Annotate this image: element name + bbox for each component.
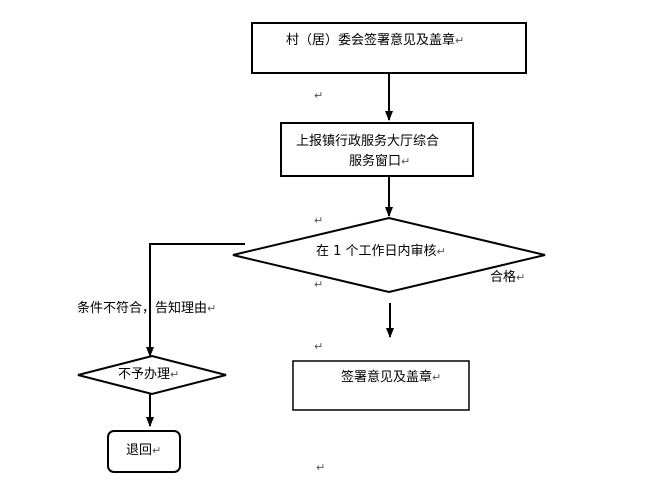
committee-box	[251, 22, 527, 74]
return-text: 退回	[126, 443, 153, 458]
committee-text: 村（居）委会签署意见及盖章	[286, 33, 456, 48]
report-label-line1: 上报镇行政服务大厅综合	[296, 133, 439, 150]
committee-label: 村（居）委会签署意见及盖章↵	[286, 32, 464, 49]
paragraph-mark: ↵	[455, 34, 465, 47]
qualified-edge-label: 合格↵	[490, 269, 525, 286]
paragraph-mark: ↵	[432, 371, 442, 384]
paragraph-mark: ↵	[314, 214, 324, 227]
report-label-line2: 服务窗口↵	[349, 153, 410, 170]
reject-text: 不予办理	[118, 367, 171, 382]
review-diamond	[232, 216, 546, 294]
arrow-review-to-reject	[146, 243, 245, 357]
paragraph-mark-2: ↵	[314, 212, 323, 229]
not-qualified-edge-label: 条件不符合，告知理由↵	[77, 300, 216, 317]
paragraph-mark: ↵	[314, 278, 324, 291]
paragraph-mark: ↵	[314, 89, 324, 102]
sign-text: 签署意见及盖章	[341, 370, 433, 385]
paragraph-mark-1: ↵	[314, 87, 323, 104]
paragraph-mark: ↵	[314, 340, 324, 353]
paragraph-mark-4: ↵	[314, 338, 323, 355]
report-text-line2: 服务窗口	[349, 154, 402, 169]
report-text-line1: 上报镇行政服务大厅综合	[296, 134, 440, 149]
paragraph-mark: ↵	[316, 461, 326, 474]
paragraph-mark: ↵	[516, 271, 526, 284]
return-label: 退回↵	[126, 442, 161, 459]
review-label: 在 1 个工作日内审核↵	[316, 243, 446, 260]
not-qualified-text: 条件不符合，告知理由	[77, 301, 208, 316]
return-box	[107, 430, 181, 473]
reject-diamond	[77, 354, 227, 396]
sign-label: 签署意见及盖章↵	[341, 369, 441, 386]
review-text: 在 1 个工作日内审核	[316, 244, 437, 259]
paragraph-mark: ↵	[401, 155, 411, 168]
paragraph-mark-5: ↵	[316, 459, 325, 476]
paragraph-mark: ↵	[170, 368, 180, 381]
paragraph-mark: ↵	[152, 444, 162, 457]
sign-box	[292, 360, 470, 411]
paragraph-mark-3: ↵	[314, 276, 323, 293]
qualified-text: 合格	[490, 270, 517, 285]
paragraph-mark: ↵	[436, 245, 446, 258]
report-box	[280, 122, 474, 177]
paragraph-mark: ↵	[207, 302, 217, 315]
reject-label: 不予办理↵	[118, 366, 179, 383]
